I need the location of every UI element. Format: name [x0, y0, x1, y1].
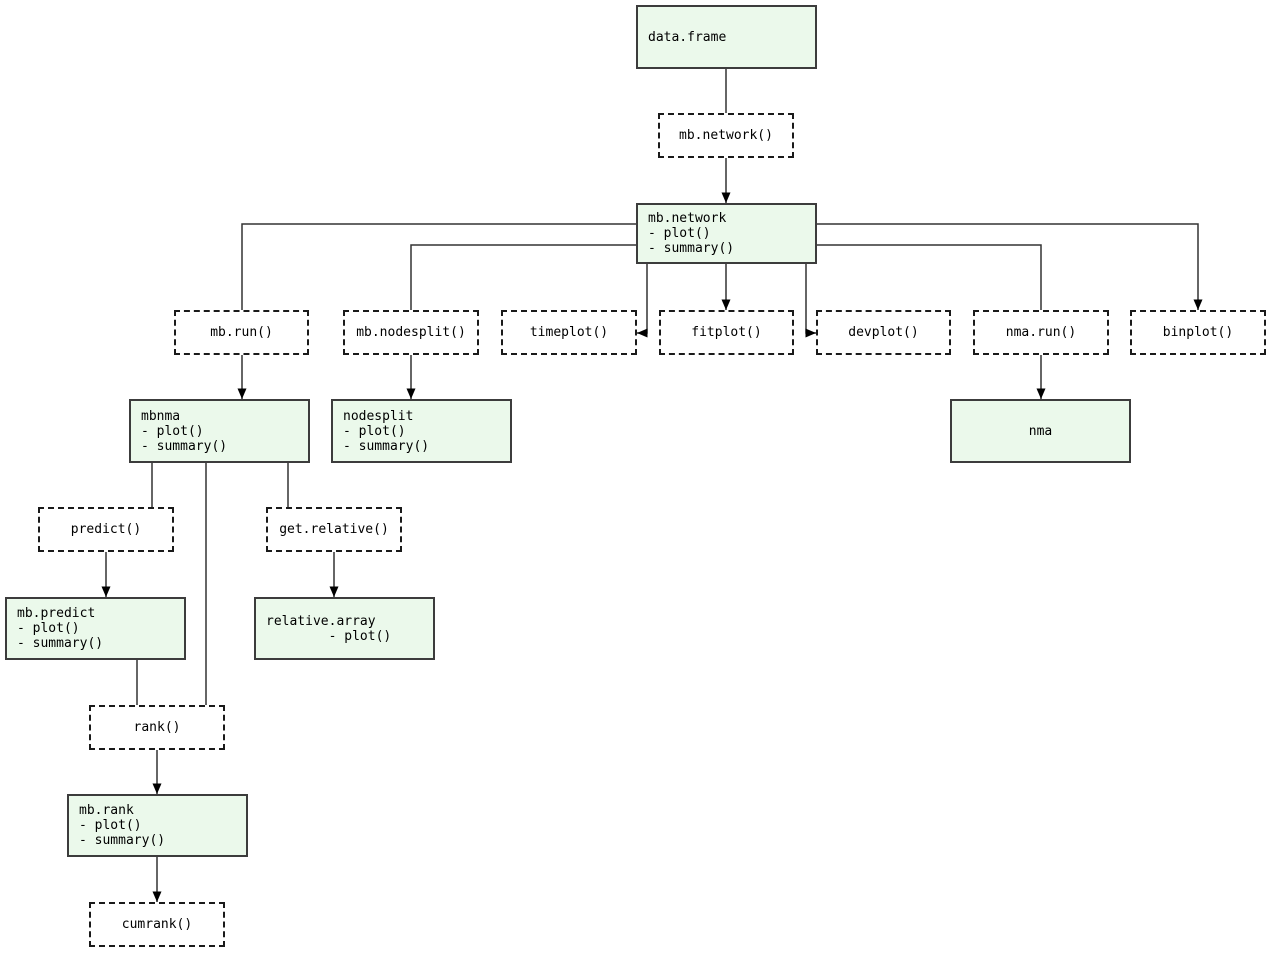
node-nodesplit: nodesplit- plot()- summary(): [331, 399, 512, 463]
node-mb-rank: mb.rank- plot()- summary(): [67, 794, 248, 857]
node-mb-network-call-label-line: mb.network(): [679, 128, 773, 143]
edge-mb-network-to-mb-run-call: [241, 223, 636, 310]
node-devplot-call: devplot(): [816, 310, 951, 355]
node-rank-call-label-line: rank(): [133, 720, 181, 735]
node-nma-run-call-label-line: nma.run(): [1005, 325, 1077, 340]
node-timeplot-call: timeplot(): [501, 310, 637, 355]
node-nma-run-call: nma.run(): [973, 310, 1109, 355]
node-predict-call-label-line: predict(): [70, 522, 142, 537]
node-rank-call: rank(): [89, 705, 225, 750]
node-mb-network: mb.network- plot()- summary(): [636, 203, 817, 264]
node-nodesplit-label-line: - summary(): [343, 438, 430, 454]
node-mb-run-call: mb.run(): [174, 310, 309, 355]
node-mb-network-label-line: - summary(): [648, 241, 735, 256]
node-mb-nodesplit-call: mb.nodesplit(): [343, 310, 479, 355]
node-mb-predict: mb.predict- plot()- summary(): [5, 597, 186, 660]
node-timeplot-call-label-line: timeplot(): [529, 325, 609, 340]
edge-mb-network-to-devplot-call: [805, 264, 816, 338]
node-nma: nma: [950, 399, 1131, 463]
node-predict-call: predict(): [38, 507, 174, 552]
node-mb-predict-label-line: - summary(): [17, 636, 104, 651]
node-relative-array-label-line: relative.array: [266, 613, 376, 629]
node-mb-rank-label-line: - plot(): [79, 818, 142, 833]
node-mb-network-call: mb.network(): [658, 113, 794, 158]
node-fitplot-call-label-line: fitplot(): [691, 325, 762, 340]
node-mbnma: mbnma- plot()- summary(): [129, 399, 310, 463]
node-get-relative-call: get.relative(): [266, 507, 402, 552]
node-nodesplit-label-line: nodesplit: [343, 408, 414, 424]
edge-mb-network-to-nma-run-call: [817, 244, 1042, 310]
node-cumrank-call: cumrank(): [89, 902, 225, 947]
node-binplot-call-label-line: binplot(): [1162, 325, 1234, 340]
edge-mb-network-to-binplot-call: [817, 223, 1203, 310]
node-mb-nodesplit-call-label-line: mb.nodesplit(): [356, 325, 466, 340]
node-relative-array: relative.array - plot(): [254, 597, 435, 660]
node-get-relative-call-label-line: get.relative(): [279, 522, 389, 537]
node-mbnma-label-line: - summary(): [141, 438, 228, 454]
edge-mb-network-to-mb-nodesplit-call: [410, 244, 636, 310]
node-mb-rank-label-line: mb.rank: [79, 803, 134, 818]
node-relative-array-label-line: - plot(): [266, 628, 392, 644]
node-mb-network-label-line: mb.network: [648, 211, 727, 226]
node-mb-predict-label-line: mb.predict: [17, 606, 96, 621]
node-data-frame: data.frame: [636, 5, 817, 69]
node-data-frame-label-line: data.frame: [648, 29, 727, 45]
node-devplot-call-label-line: devplot(): [848, 325, 919, 340]
node-mbnma-label-line: - plot(): [141, 423, 204, 439]
node-nma-label-line: nma: [1028, 423, 1053, 439]
node-cumrank-call-label-line: cumrank(): [121, 917, 193, 932]
node-mbnma-label-line: mbnma: [141, 408, 181, 424]
node-mb-rank-label-line: - summary(): [79, 833, 166, 848]
node-mb-predict-label-line: - plot(): [17, 621, 80, 636]
node-mb-network-label-line: - plot(): [648, 226, 711, 241]
node-fitplot-call: fitplot(): [659, 310, 794, 355]
edge-mb-network-to-timeplot-call: [637, 264, 648, 338]
node-nodesplit-label-line: - plot(): [343, 423, 406, 439]
node-binplot-call: binplot(): [1130, 310, 1266, 355]
node-mb-run-call-label-line: mb.run(): [210, 325, 273, 340]
